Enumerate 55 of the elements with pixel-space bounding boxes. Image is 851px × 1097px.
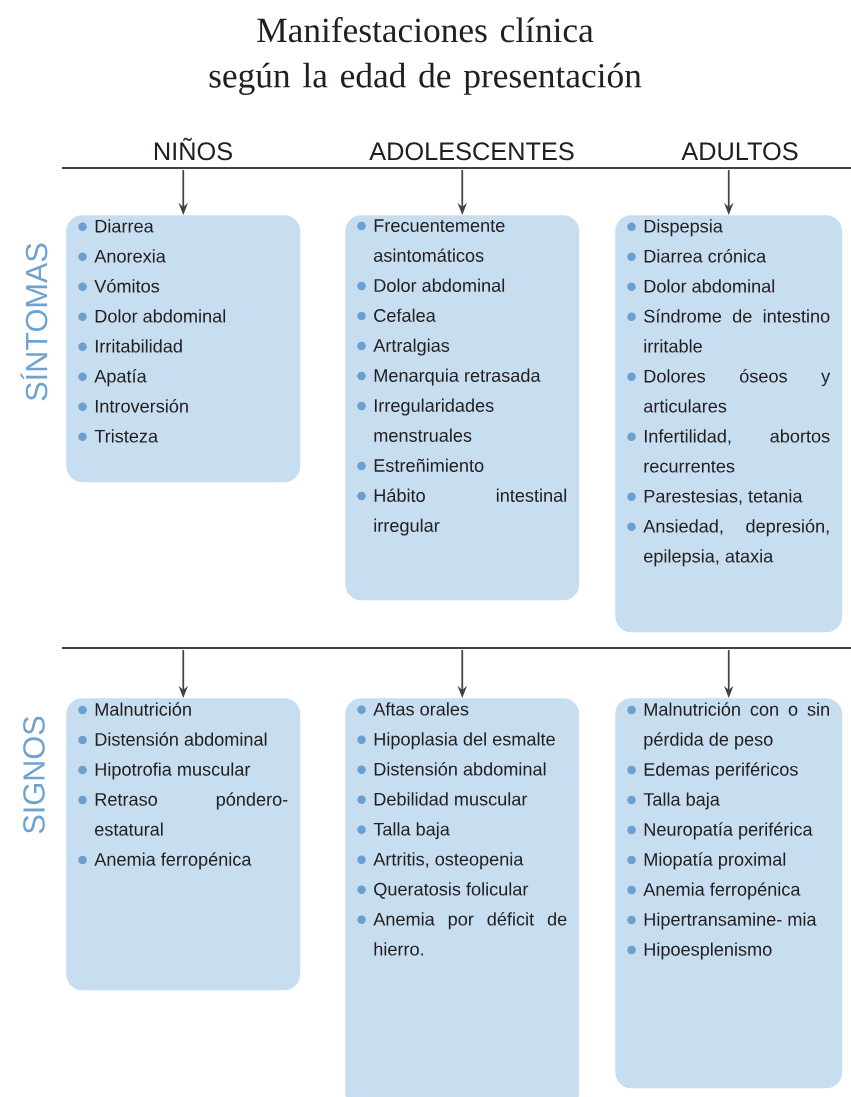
bullet-item: Distensión abdominal [78, 732, 267, 746]
column-heading: ADULTOS [681, 142, 798, 161]
bullet-item: Anemia por déficit de hierro. [357, 912, 567, 956]
bullet-item: Distensión abdominal [357, 762, 546, 776]
bullet-item: Debilidad muscular [357, 792, 528, 806]
list-box [66, 698, 301, 991]
bullet-item: Diarrea crónica [627, 249, 767, 263]
bullet-item: Irritabilidad [78, 339, 182, 353]
bullet-item: Apatía [78, 369, 147, 387]
bullet-item: Irregularidades menstruales [357, 398, 494, 442]
bullet-item: Hipoplasia del esmalte [357, 732, 555, 750]
bullet-item: Artritis, osteopenia [357, 852, 524, 870]
bullet-item: Infertilidad, abortos recurrentes [627, 429, 830, 473]
list-box [615, 215, 843, 633]
bullet-item: Parestesias, tetania [627, 489, 803, 505]
bullet-item: Dispepsia [627, 219, 723, 237]
list-box [66, 215, 301, 483]
bullet-item: Anemia ferropénica [78, 852, 252, 870]
bullet-item: Diarrea [78, 219, 154, 233]
bullet-item: Miopatía proximal [627, 852, 786, 870]
bullet-item: Malnutrición con o sin pérdida de peso [627, 702, 829, 750]
bullet-item: Hipertransamine- mia [627, 912, 817, 930]
bullet-item: Tristeza [78, 429, 159, 443]
bullet-item: Vómitos [78, 279, 160, 293]
bullet-item: Aftas orales [357, 702, 469, 716]
bullet-item: Artralgias [357, 338, 450, 356]
bullet-item: Menarquia retrasada [357, 368, 541, 386]
bullet-item: Dolores óseos y articulares [627, 369, 831, 413]
bullet-item: Talla baja [627, 792, 720, 810]
bullet-item: Estreñimiento [357, 458, 484, 472]
bullet-item: Retraso póndero-estatural [78, 792, 288, 836]
bullet-item: Síndrome de intestino irritable [627, 309, 830, 353]
bullet-item: Talla baja [357, 822, 450, 840]
bullet-item: Dolor abdominal [357, 278, 505, 292]
bullet-item: Hipotrofia muscular [78, 762, 251, 780]
bullet-item: Queratosis folicular [357, 882, 529, 899]
list-box [345, 215, 580, 601]
bullet-item: Malnutrición [78, 702, 191, 716]
bullet-item: Ansiedad, depresión, epilepsia, ataxia [627, 519, 829, 567]
bullet-item: Anorexia [78, 249, 166, 263]
column-heading: NIÑOS [154, 137, 232, 161]
bullet-item: Dolor abdominal [78, 309, 226, 323]
bullet-item: Neuropatía periférica [627, 822, 813, 840]
column-heading: ADOLESCENTES [369, 142, 574, 161]
bullet-item: Introversión [78, 399, 188, 413]
bullet-item: Edemas periféricos [627, 762, 798, 780]
bullet-item: Anemia ferropénica [627, 882, 801, 900]
list-box [345, 698, 580, 1097]
bullet-item: Hipoesplenismo [627, 942, 772, 960]
title: Manifestaciones clínica según la edad de presentación [209, 17, 642, 95]
bullet-item: Hábito intestinal irregular [357, 488, 567, 536]
bullet-item: Cefalea [357, 308, 436, 322]
list-box [615, 698, 843, 1089]
bullet-item: Dolor abdominal [627, 279, 775, 293]
bullet-item: Frecuentemente asintomáticos [357, 219, 505, 262]
